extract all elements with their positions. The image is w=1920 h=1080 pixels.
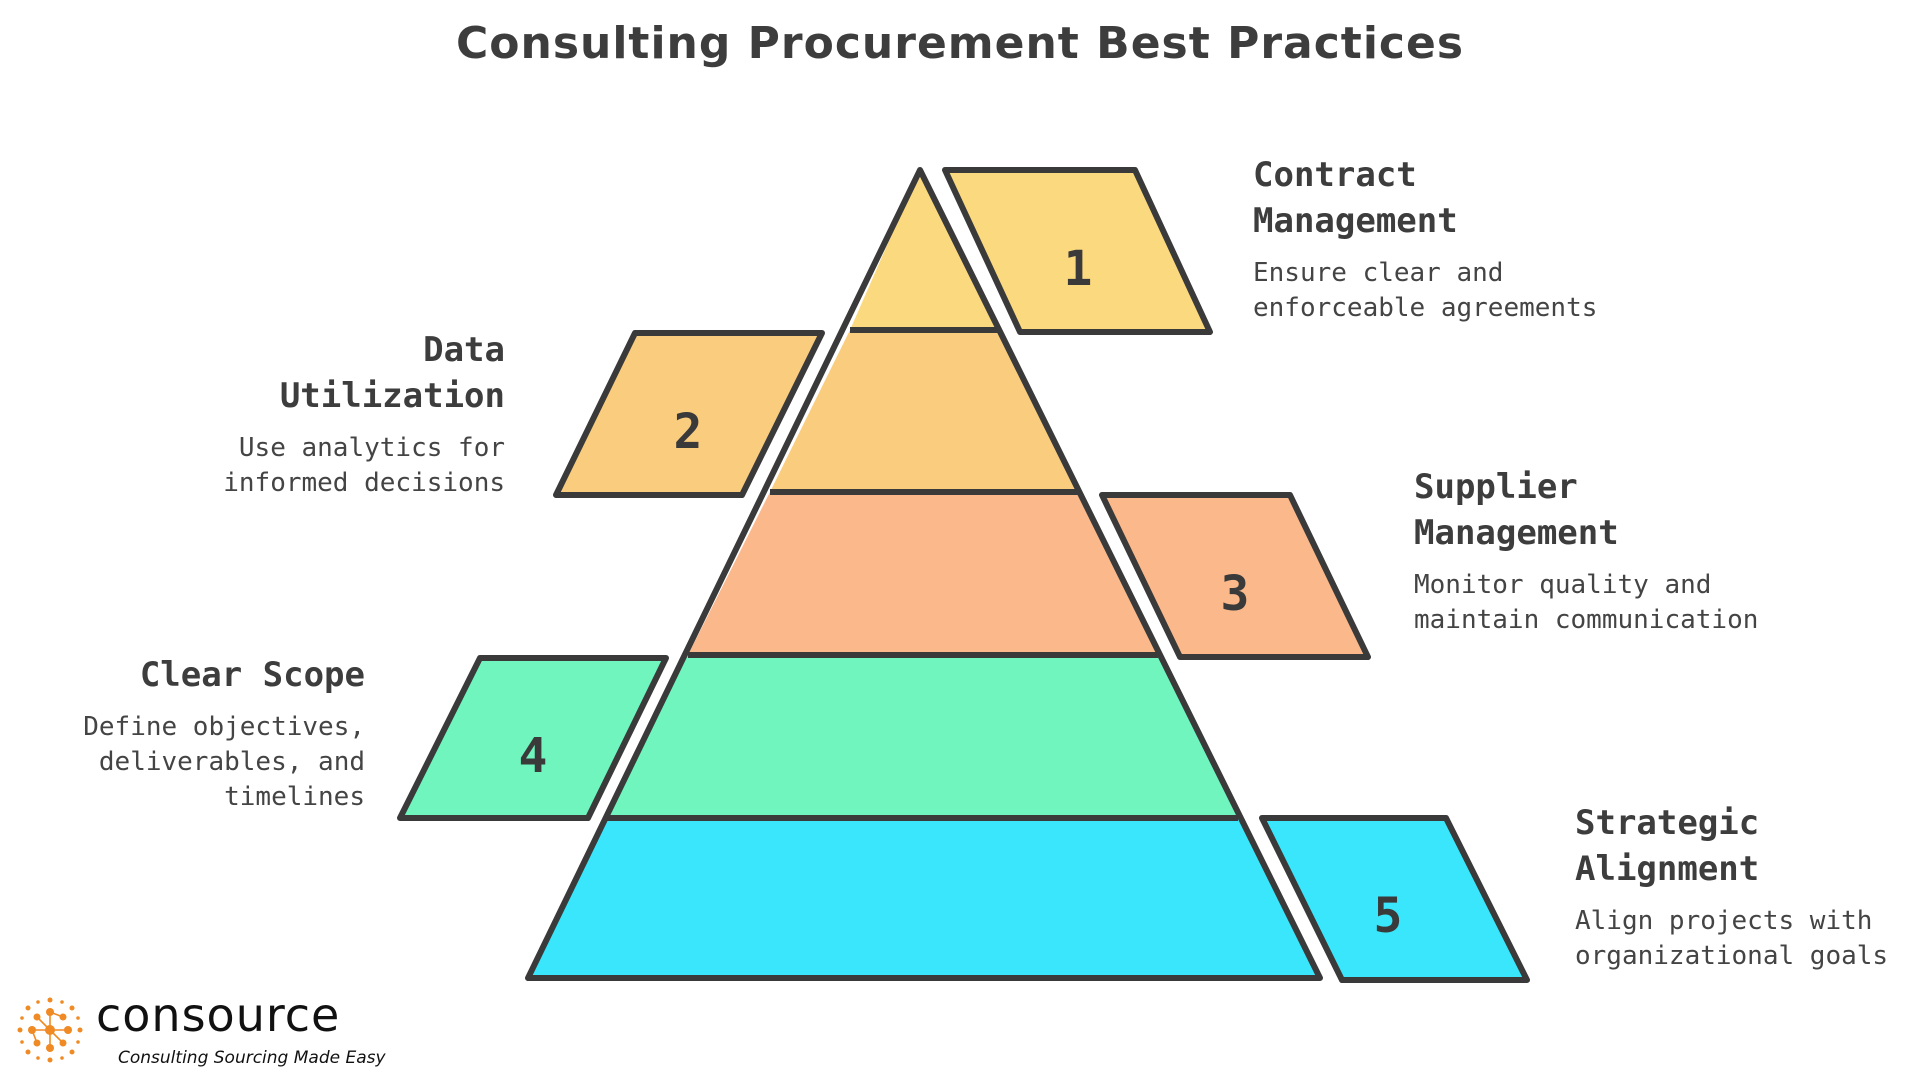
pyramid-level-3-fill <box>688 492 1158 655</box>
item-3-desc-line1: Monitor quality and <box>1414 570 1712 600</box>
badge-3-fill <box>1102 495 1368 657</box>
item-3-heading-line2: Management <box>1414 513 1619 553</box>
item-1-heading-line1: Contract <box>1253 155 1417 195</box>
badge-4-outline <box>397 655 669 821</box>
badge-5-number: 5 <box>1374 888 1403 944</box>
badge-4-fill <box>400 658 666 818</box>
item-5-desc-line1: Align projects with <box>1575 906 1873 936</box>
item-5-heading-line2: Alignment <box>1575 849 1760 889</box>
diagram-title: Consulting Procurement Best Practices <box>455 18 1465 69</box>
item-1-desc-line1: Ensure clear and <box>1253 258 1504 288</box>
pyramid-level-1-fill <box>850 170 1000 330</box>
item-5-desc-line2: organizational goals <box>1575 941 1889 971</box>
logo-wordmark: consource <box>96 988 341 1042</box>
badge-1-outline <box>942 167 1213 335</box>
logo-tagline: Consulting Sourcing Made Easy <box>118 1048 386 1068</box>
item-1-desc-line2: enforceable agreements <box>1253 293 1598 323</box>
badge-2-outline <box>553 330 825 498</box>
pyramid-level-2-fill <box>770 330 1080 492</box>
badge-3-outline <box>1099 492 1371 660</box>
badge-5-fill <box>1262 818 1527 980</box>
item-4-desc-line1: Define objectives, <box>83 712 365 742</box>
badge-4-number: 4 <box>519 728 548 784</box>
item-2-desc-line2: informed decisions <box>223 468 505 498</box>
item-4-desc-line3: timelines <box>224 782 365 812</box>
item-1-heading-line2: Management <box>1253 201 1458 241</box>
badge-1-number: 1 <box>1064 241 1093 297</box>
pyramid-level-4-fill <box>607 655 1238 818</box>
item-4-label: Clear Scope Define objectives, deliverabl… <box>20 652 365 815</box>
network-dots-icon <box>17 997 83 1063</box>
item-3-heading-line1: Supplier <box>1414 467 1578 507</box>
item-2-desc-line1: Use analytics for <box>238 433 505 463</box>
item-4-desc-line2: deliverables, and <box>98 747 365 777</box>
item-2-heading-line1: Data <box>423 330 505 370</box>
pyramid-outline <box>525 167 1323 981</box>
badge-5-outline <box>1259 815 1530 983</box>
badge-1-fill <box>945 170 1210 332</box>
badge-2-number: 2 <box>674 404 703 460</box>
badge-2-fill <box>556 333 822 495</box>
pyramid-level-5-fill <box>528 818 1320 978</box>
item-3-desc-line2: maintain communication <box>1414 605 1759 635</box>
badge-3-number: 3 <box>1221 566 1250 622</box>
consource-logo: consource Consulting Sourcing Made Easy <box>14 988 414 1068</box>
item-4-heading-line1: Clear Scope <box>139 655 365 695</box>
item-2-heading-line2: Utilization <box>279 376 505 416</box>
item-5-heading-line1: Strategic <box>1575 803 1760 843</box>
